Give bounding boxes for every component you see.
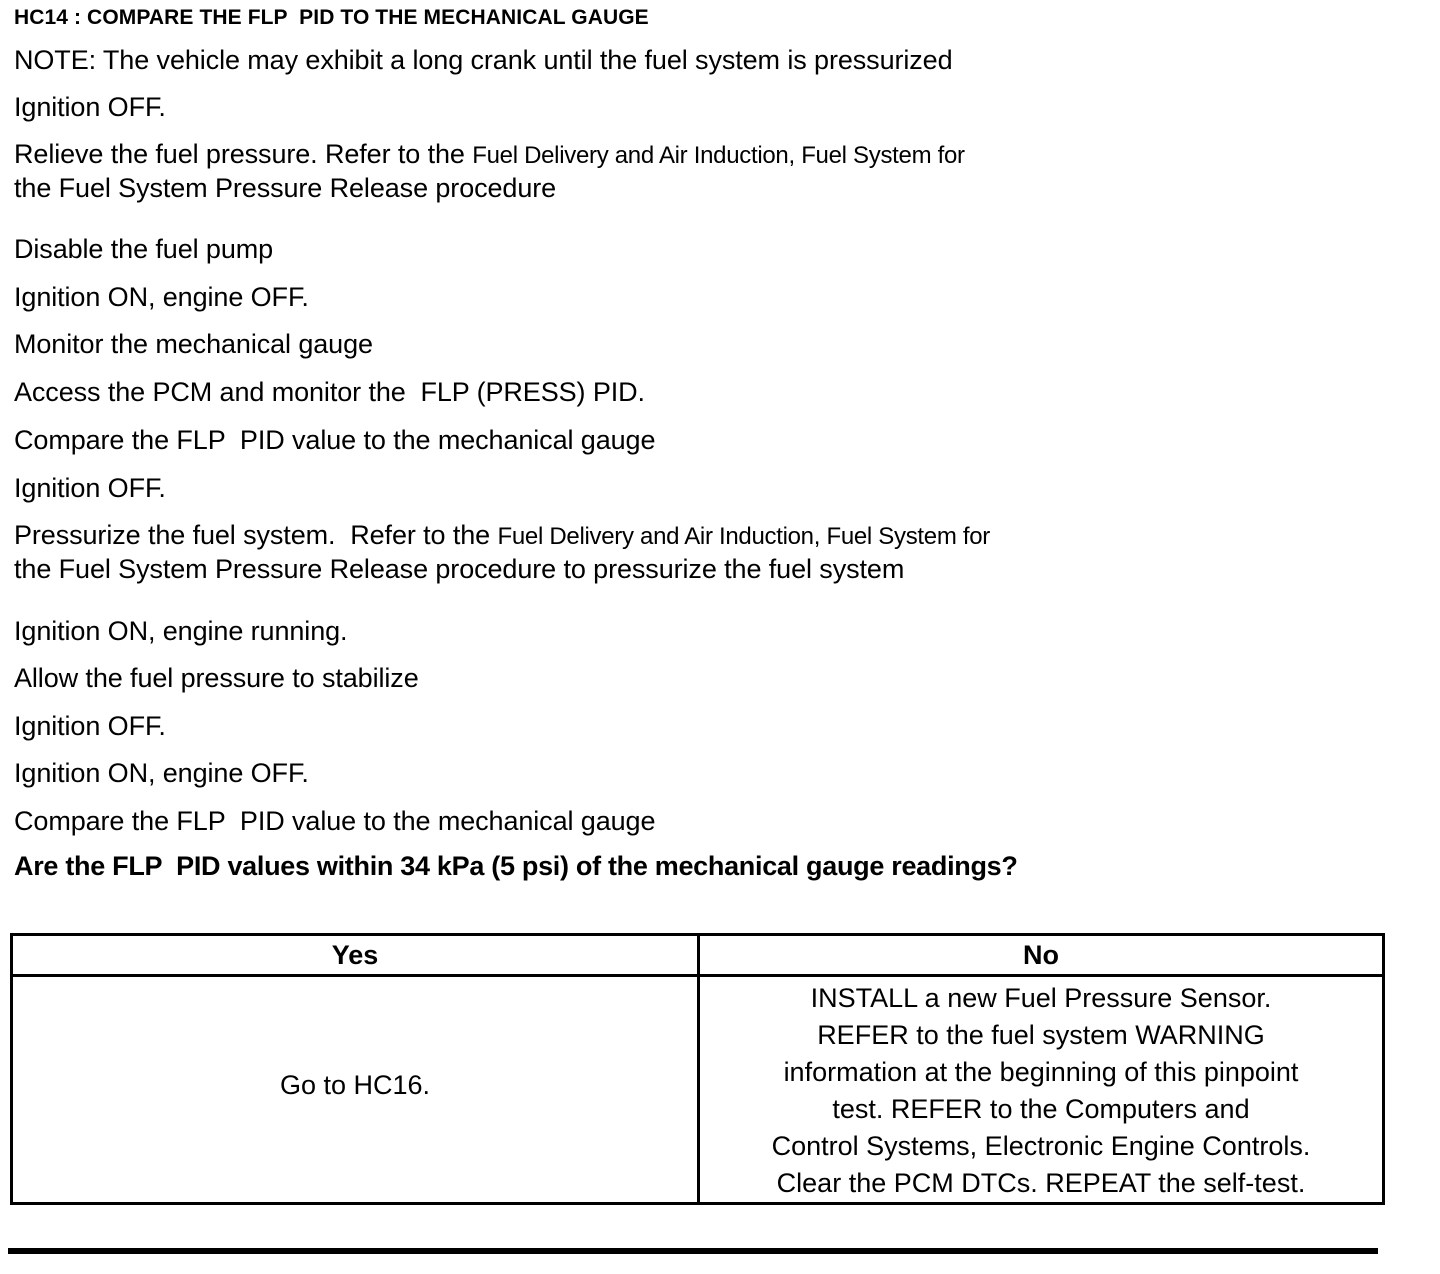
cell-yes-action: Go to HC16. (10, 974, 700, 1205)
decision-table: Yes No Go to HC16. INSTALL a new Fuel Pr… (10, 933, 1385, 1205)
step-disable-fuel-pump: Disable the fuel pump (14, 234, 274, 264)
step-access-pcm-monitor-flp-pid: Access the PCM and monitor the FLP (PRES… (14, 377, 645, 407)
no-action-line: information at the beginning of this pin… (783, 1057, 1299, 1087)
step-note: NOTE: The vehicle may exhibit a long cra… (14, 45, 953, 75)
table-header-yes: Yes (10, 933, 700, 977)
step-pressurize-reference: Fuel Delivery and Air Induction (497, 523, 815, 550)
step-ignition-on-engine-off-2: Ignition ON, engine OFF. (14, 758, 309, 788)
step-allow-pressure-stabilize: Allow the fuel pressure to stabilize (14, 663, 419, 693)
no-action-line: Control Systems, Electronic Engine Contr… (771, 1131, 1311, 1161)
step-pressurize-lead: Pressurize the fuel system. Refer to the (14, 520, 498, 550)
no-action-text: INSTALL a new Fuel Pressure Sensor. REFE… (700, 977, 1382, 1202)
step-ignition-on-engine-running: Ignition ON, engine running. (14, 616, 348, 646)
footer-divider (8, 1248, 1378, 1254)
step-ignition-off-3: Ignition OFF. (14, 711, 166, 741)
no-action-line: Clear the PCM DTCs. REPEAT the self-test… (776, 1168, 1306, 1198)
step-ignition-off-1: Ignition OFF. (14, 92, 166, 122)
step-monitor-mechanical-gauge: Monitor the mechanical gauge (14, 329, 373, 359)
step-relieve-lead: Relieve the fuel pressure. Refer to the (14, 139, 473, 169)
cell-no-action: INSTALL a new Fuel Pressure Sensor. REFE… (697, 974, 1385, 1205)
table-header-no: No (697, 933, 1385, 977)
decision-question: Are the FLP PID values within 34 kPa (5 … (14, 851, 1018, 881)
no-action-line: INSTALL a new Fuel Pressure Sensor. (810, 983, 1272, 1013)
step-relieve-tail: the Fuel System Pressure Release procedu… (14, 173, 557, 203)
step-pressurize-mid: , Fuel System for (813, 523, 991, 550)
yes-action-text[interactable]: Go to HC16. (279, 1070, 431, 1100)
page-title: HC14 : COMPARE THE FLP PID TO THE MECHAN… (14, 6, 649, 29)
no-action-line: test. REFER to the Computers and (832, 1094, 1250, 1124)
no-action-line: REFER to the fuel system WARNING (817, 1020, 1265, 1050)
step-relieve-fuel-pressure: Relieve the fuel pressure. Refer to the … (14, 138, 1404, 205)
step-pressurize-tail: the Fuel System Pressure Release procedu… (14, 554, 905, 584)
table-header-row: Yes No (10, 933, 1385, 977)
table-row: Go to HC16. INSTALL a new Fuel Pressure … (10, 974, 1385, 1205)
step-ignition-on-engine-off-1: Ignition ON, engine OFF. (14, 282, 309, 312)
step-relieve-mid: , Fuel System for (788, 142, 965, 169)
step-compare-flp-pid-1: Compare the FLP PID value to the mechani… (14, 425, 656, 455)
step-pressurize-fuel-system: Pressurize the fuel system. Refer to the… (14, 519, 1414, 586)
step-relieve-reference: Fuel Delivery and Air Induction (472, 142, 789, 169)
step-compare-flp-pid-2: Compare the FLP PID value to the mechani… (14, 806, 656, 836)
step-ignition-off-2: Ignition OFF. (14, 473, 166, 503)
